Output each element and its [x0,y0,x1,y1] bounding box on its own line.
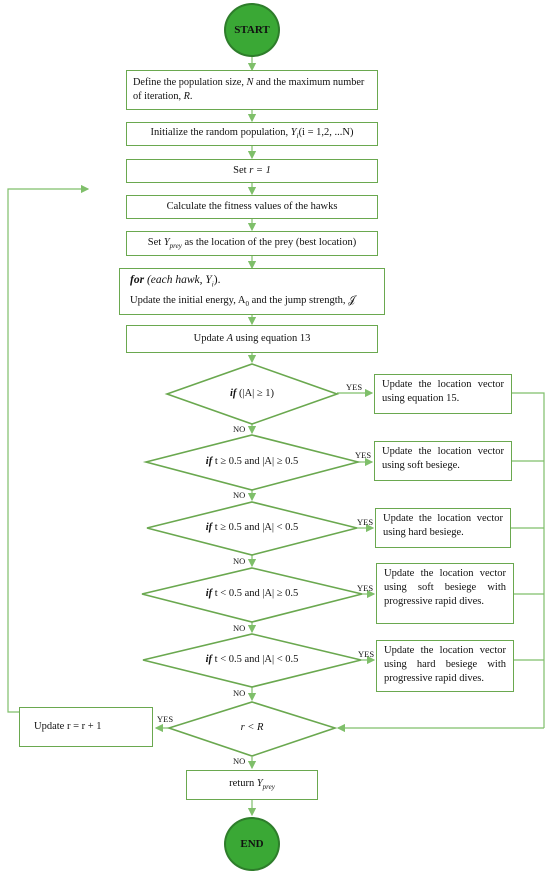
decision-5-text: if t < 0.5 and |A| < 0.5 [205,654,299,665]
end-terminal: END [224,817,280,871]
initialize-population-box: Initialize the random population, Yi(i =… [126,122,378,146]
decision-1-text: if (|A| ≥ 1) [229,388,275,399]
no-label-2: NO [233,490,246,500]
set-r-box: Set r = 1 [126,159,378,183]
no-label-4: NO [233,623,246,633]
start-terminal: START [224,3,280,57]
yes-label-4: YES [357,583,374,593]
yes-label-5: YES [358,649,375,659]
decision-3-text: if t ≥ 0.5 and |A| < 0.5 [205,522,299,533]
decision-diamond-3 [146,501,358,556]
decision-diamond-5 [142,633,362,688]
yes-label-1: YES [346,382,363,392]
action-box-3: Update the location vector using hard be… [375,508,511,548]
yes-label-loop: YES [157,714,174,724]
decision-4-text: if t < 0.5 and |A| ≥ 0.5 [205,588,299,599]
loop-check-text: r < R [240,722,264,733]
no-label-loop: NO [233,756,246,766]
action-box-4: Update the location vector using soft be… [376,563,514,624]
define-population-box: Define the population size, N and the ma… [126,70,378,110]
action-box-2: Update the location vector using soft be… [374,441,512,481]
arrow-backloop [7,184,90,713]
action-box-5: Update the location vector using hard be… [376,640,514,692]
return-prey-box: return Yprey [186,770,318,800]
update-a-box: Update A using equation 13 [126,325,378,353]
no-label-5: NO [233,688,246,698]
update-r-box: Update r = r + 1 [19,707,153,747]
decision-diamond-loop [166,701,338,757]
yes-label-2: YES [355,450,372,460]
fitness-box: Calculate the fitness values of the hawk… [126,195,378,219]
decision-diamond-4 [141,567,363,623]
decision-diamond-2 [142,434,362,491]
no-label-3: NO [233,556,246,566]
collector-line [512,392,545,728]
action-box-1: Update the location vector using equatio… [374,374,512,414]
set-prey-box: Set Yprey as the location of the prey (b… [126,231,378,256]
no-label-1: NO [233,424,246,434]
decision-diamond-1 [164,363,340,425]
yes-label-3: YES [357,517,374,527]
decision-2-text: if t ≥ 0.5 and |A| ≥ 0.5 [205,456,299,467]
for-each-hawk-box: for (each hawk, Yi). Update the initial … [119,268,385,315]
